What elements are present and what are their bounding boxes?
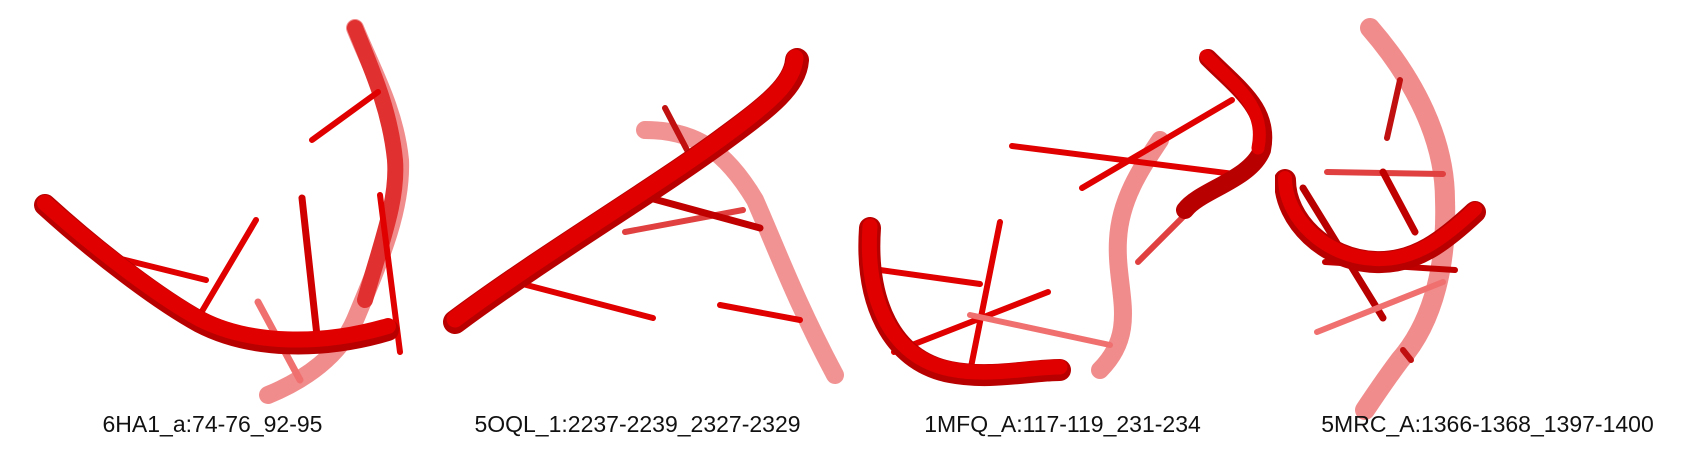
- rna-structure-image-5mrc: [1275, 18, 1486, 420]
- structure-panel-1: 6HA1_a:74-76_92-95: [0, 0, 425, 460]
- structure-label: 6HA1_a:74-76_92-95: [102, 411, 323, 437]
- structure-label: 5MRC_A:1366-1368_1397-1400: [1321, 411, 1654, 437]
- rna-structure-image-6ha1: [34, 19, 410, 404]
- structure-panel-3: 1MFQ_A:117-119_231-234: [850, 0, 1275, 460]
- structure-panel-2: 5OQL_1:2237-2239_2327-2329: [425, 0, 850, 460]
- rna-structure-image-1mfq: [858, 49, 1273, 387]
- structure-panel-4: 5MRC_A:1366-1368_1397-1400: [1275, 0, 1700, 460]
- structure-label: 5OQL_1:2237-2239_2327-2329: [474, 411, 801, 437]
- rna-structure-image-5oql: [443, 48, 844, 384]
- structure-label: 1MFQ_A:117-119_231-234: [924, 411, 1201, 437]
